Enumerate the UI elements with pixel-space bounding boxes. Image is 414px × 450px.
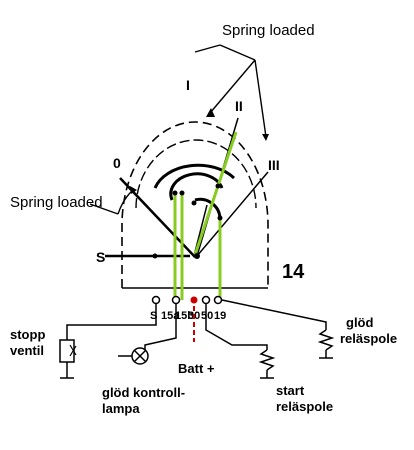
label-stopp: stopp xyxy=(10,327,45,342)
terminal-30-red xyxy=(190,296,198,304)
label-position-S: S xyxy=(96,249,105,265)
spring-arrows xyxy=(89,44,267,215)
contact-dots xyxy=(152,183,223,259)
label-glod-kontroll-1: glöd kontroll- xyxy=(102,385,185,400)
terminal-19: 19 xyxy=(214,310,226,322)
terminal-connectors xyxy=(151,295,223,305)
terminal-15b: 15b xyxy=(175,310,194,322)
label-start-1: start xyxy=(276,383,305,398)
label-ventil: ventil xyxy=(10,343,44,358)
label-position-II: II xyxy=(235,98,243,114)
label-position-0: 0 xyxy=(113,155,121,171)
spring-arrow-heads xyxy=(130,108,269,194)
wiring xyxy=(59,299,335,379)
terminal-50: 50 xyxy=(201,310,213,322)
label-spring-loaded-top: Spring loaded xyxy=(222,22,315,39)
label-batt: Batt + xyxy=(178,361,215,376)
label-glod-kontroll-2: lampa xyxy=(102,401,140,416)
label-number-14: 14 xyxy=(282,261,305,283)
terminal-S: S xyxy=(150,310,157,322)
terminal-labels: S 15a 15b 30 50 19 xyxy=(150,310,226,322)
switch-blade xyxy=(173,131,238,300)
switch-housing xyxy=(121,121,269,289)
stopp-ventil-symbol xyxy=(69,344,77,357)
label-position-I: I xyxy=(186,77,190,93)
label-glod-rele-1: glöd xyxy=(346,315,373,330)
label-start-2: reläspole xyxy=(276,399,333,414)
label-spring-loaded-left: Spring loaded xyxy=(10,194,103,211)
position-lines xyxy=(105,117,269,258)
label-position-III: III xyxy=(268,157,280,173)
switch-arcs xyxy=(135,139,257,219)
label-glod-rele-2: reläspole xyxy=(340,331,397,346)
